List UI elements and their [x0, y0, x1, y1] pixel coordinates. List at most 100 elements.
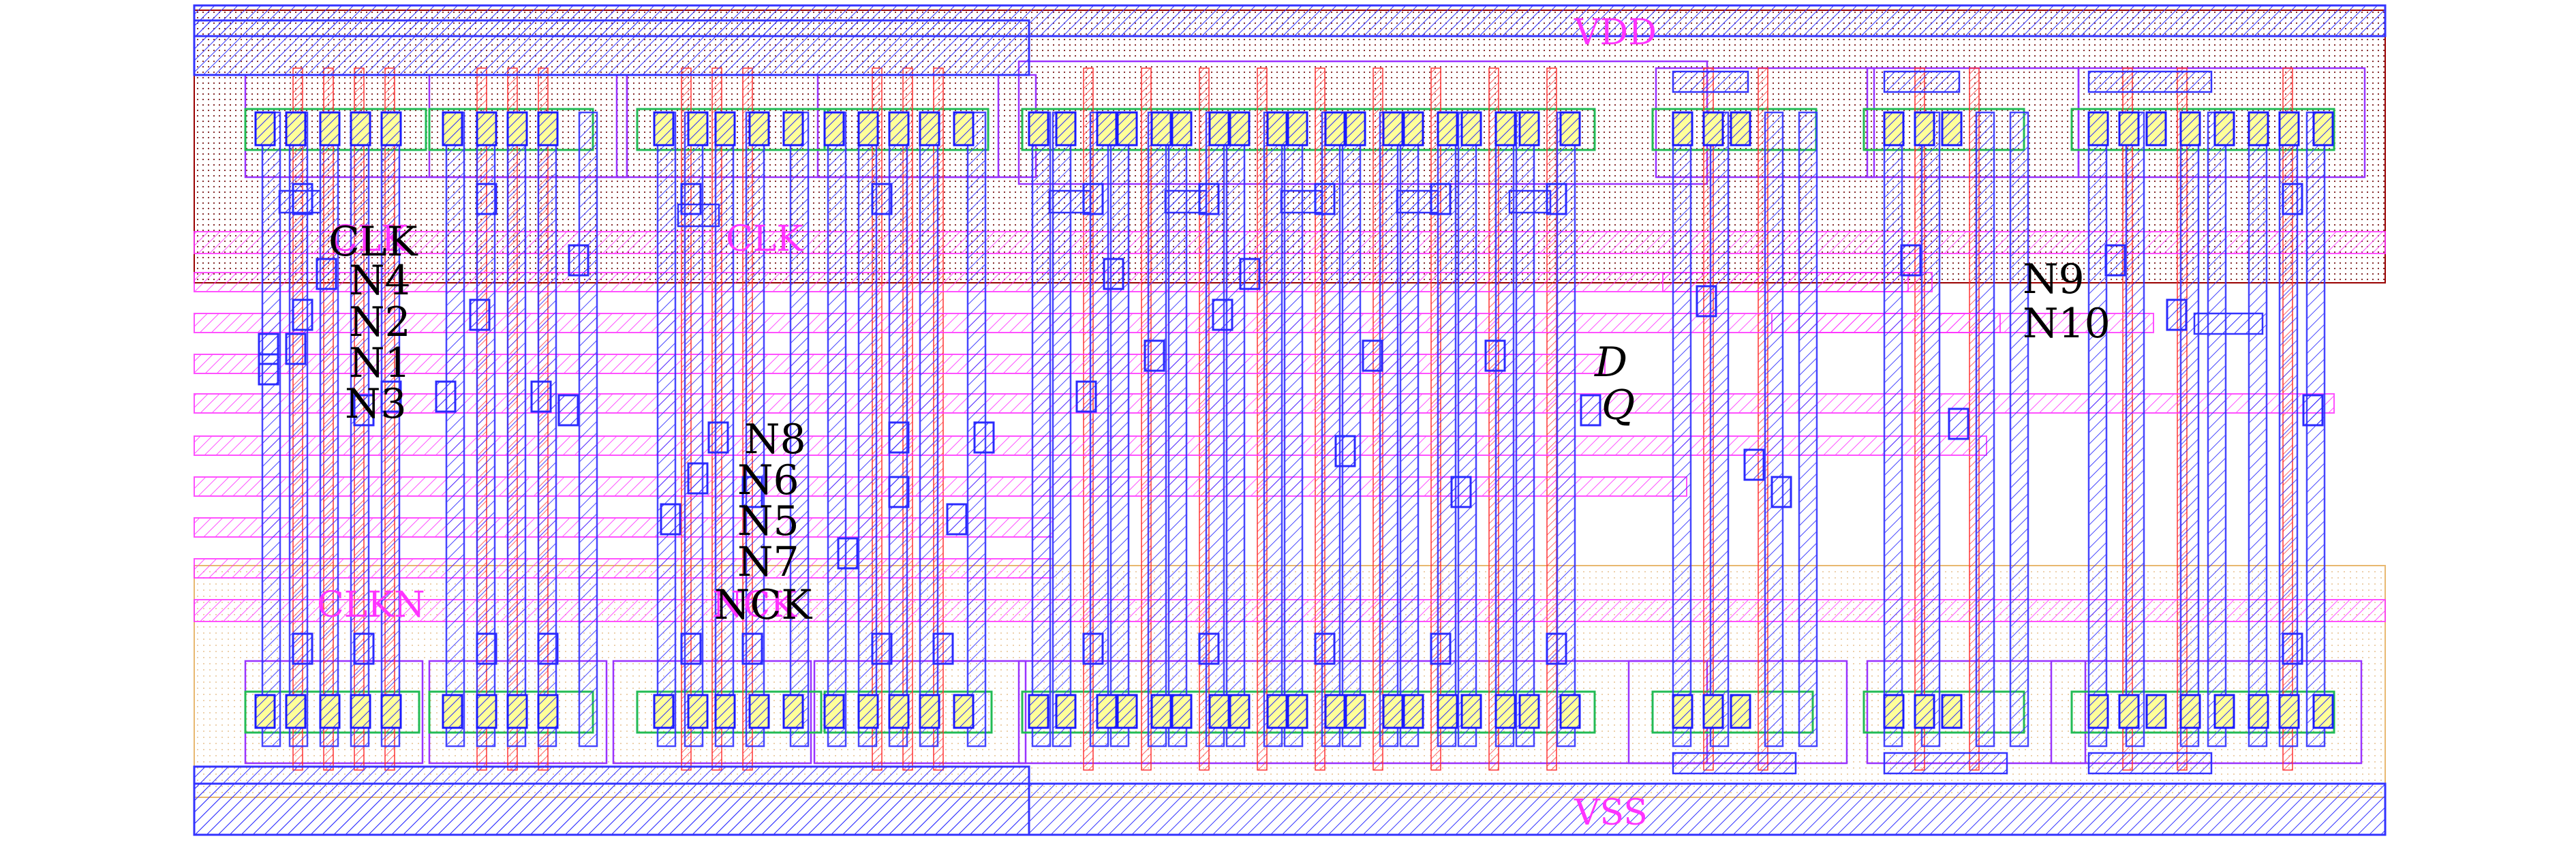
metal1-pad [1672, 70, 1749, 93]
via [1314, 183, 1336, 215]
contact [476, 111, 497, 147]
metal1-strap [1399, 111, 1420, 748]
contact [1324, 694, 1346, 729]
via [680, 183, 702, 215]
via [888, 476, 910, 508]
contact [2087, 694, 2109, 729]
contact [2179, 694, 2201, 729]
n1-label: N1 [349, 339, 411, 387]
contact [537, 694, 559, 729]
metal1-strap [1798, 111, 1818, 748]
contact [1229, 694, 1251, 729]
contact [2213, 111, 2235, 147]
contact [350, 694, 371, 729]
contact [1730, 111, 1751, 147]
metal1-strap [578, 111, 598, 748]
contact [653, 111, 675, 147]
clkn-magenta-label: CLKN [317, 585, 425, 626]
contact [1914, 694, 1935, 729]
via [537, 632, 559, 665]
contact [2145, 111, 2167, 147]
nck-label: NCK [714, 581, 812, 629]
via [380, 380, 402, 413]
contact [653, 694, 675, 729]
contact [1672, 111, 1693, 147]
via [1198, 183, 1220, 215]
via [2104, 244, 2126, 277]
via [1144, 339, 1165, 372]
via [871, 632, 893, 665]
contact [1730, 694, 1751, 729]
metal1-strap [1457, 111, 1477, 748]
metal1-strap [1052, 111, 1072, 748]
metal1-strap [319, 111, 339, 748]
metal1-strap [1225, 111, 1246, 748]
contact [506, 694, 528, 729]
via [1212, 298, 1233, 331]
n7-label: N7 [737, 538, 799, 586]
q-label: Q [1601, 382, 1635, 429]
active-area [1021, 690, 1596, 734]
metal1-strap [2087, 111, 2108, 748]
contact [1460, 111, 1482, 147]
metal1-strap [1494, 111, 1515, 748]
contact [1559, 111, 1581, 147]
via [292, 298, 313, 331]
contact [1324, 111, 1346, 147]
n3-label: N3 [345, 380, 407, 428]
metal1-strap [2207, 111, 2227, 748]
contact [857, 111, 879, 147]
via [530, 380, 552, 413]
via [837, 537, 859, 570]
via [1239, 258, 1261, 290]
contact [2087, 111, 2109, 147]
metal1-strap [656, 111, 677, 748]
contact [953, 694, 975, 729]
active-area [2070, 108, 2335, 151]
metal1-strap [1167, 111, 1188, 748]
metal1-strap [1341, 111, 1362, 748]
metal1-strap [380, 111, 401, 748]
contact [1402, 694, 1424, 729]
active-area [1021, 108, 1596, 151]
n10-label: N10 [2023, 300, 2111, 348]
contact [2118, 694, 2140, 729]
metal1-strap [1764, 111, 1784, 748]
via [1314, 632, 1336, 665]
via [258, 353, 279, 386]
contact [1345, 694, 1366, 729]
via [557, 394, 579, 427]
via [1484, 339, 1506, 372]
via [1430, 632, 1452, 665]
contact [1914, 111, 1935, 147]
via [1546, 183, 1567, 215]
via [353, 394, 375, 427]
contact [1345, 111, 1366, 147]
via [292, 183, 313, 215]
via [285, 333, 307, 365]
contact [1518, 111, 1540, 147]
contact [1150, 111, 1172, 147]
contact [1028, 111, 1049, 147]
metal1-strap [2179, 111, 2200, 748]
contact [953, 111, 975, 147]
via [687, 462, 709, 495]
contact [1382, 694, 1404, 729]
n9-label: N9 [2023, 256, 2085, 303]
contact [2248, 111, 2269, 147]
metal1-strap [1920, 111, 1941, 748]
contact [1559, 694, 1581, 729]
via [1334, 435, 1356, 467]
contact [823, 111, 845, 147]
contact [319, 694, 341, 729]
n5-label: N5 [737, 497, 799, 545]
contact [1941, 111, 1963, 147]
contact [1941, 694, 1963, 729]
metal1-pad [2193, 312, 2264, 335]
contact [2145, 694, 2167, 729]
via [1770, 476, 1792, 508]
contact [2312, 694, 2334, 729]
contact [823, 694, 845, 729]
via [1198, 632, 1220, 665]
metal1-strap [1379, 111, 1399, 748]
